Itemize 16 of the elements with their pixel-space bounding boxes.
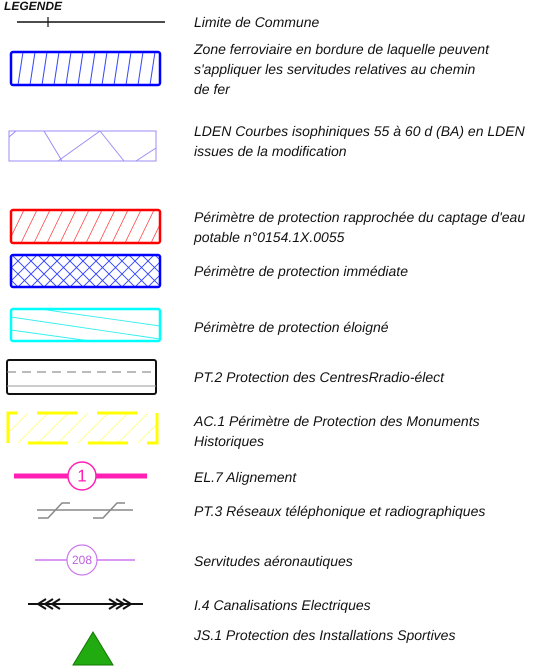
legend-title: LEGENDE [4, 0, 62, 13]
legend-text: Zone ferroviaire en bordure de laquelle peuvent s'appliquer les servitudes relatives au chemin de fer [194, 40, 490, 99]
symbol-number: 208 [72, 554, 92, 566]
legend-text: Limite de Commune [194, 13, 320, 32]
legend-text: Périmètre de protection éloigné [194, 318, 390, 337]
legend-text: I.4 Canalisations Electriques [194, 596, 372, 615]
legend-text: AC.1 Périmètre de Protection des Monuments Historiques [194, 412, 481, 451]
legend-text: EL.7 Alignement [194, 468, 298, 487]
legend-text: LDEN Courbes isophiniques 55 à 60 d (BA) en LDEN issues de la modification [194, 122, 526, 161]
legend-text: JS.1 Protection des Installations Sportives [194, 626, 456, 645]
legend-text: Périmètre de protection rapprochée du captage d'eau potable n°0154.1X.0055 [194, 208, 526, 247]
legend-text: Périmètre de protection immédiate [194, 262, 409, 281]
symbol-number: 1 [77, 468, 87, 484]
legend-text: PT.2 Protection des CentresRradio-élect [194, 368, 446, 387]
legend-text: Servitudes aéronautiques [194, 552, 354, 571]
legend-text: PT.3 Réseaux téléphonique et radiographiques [194, 502, 486, 521]
